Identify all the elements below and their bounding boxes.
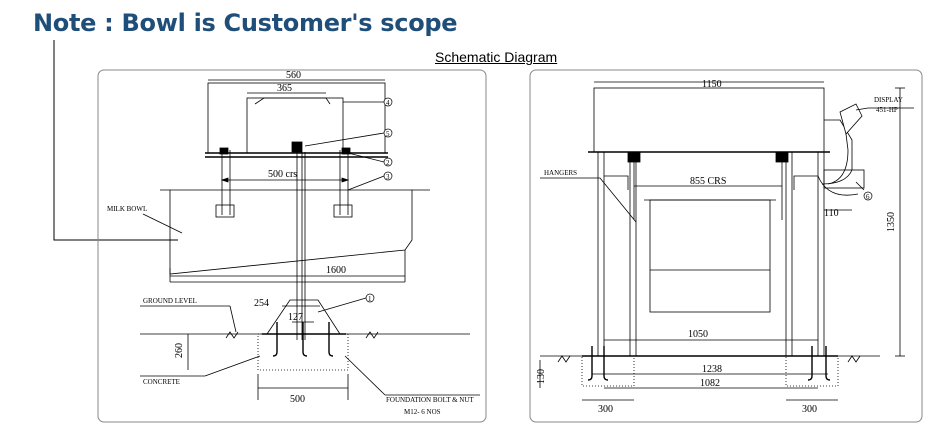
callout-3-label: 3 (386, 173, 390, 181)
left-view-frame (97, 69, 487, 423)
label-bolt-qty: M12- 6 NOS (404, 408, 441, 416)
dim-110: 110 (824, 208, 839, 219)
bowl (649, 199, 771, 313)
dim-260: 260 (174, 343, 185, 358)
dim-254: 254 (254, 298, 269, 309)
dim-1150: 1150 (702, 79, 722, 90)
platform-top (593, 87, 825, 153)
dim-1082: 1082 (700, 378, 720, 389)
label-display-model: 451-HP (876, 106, 898, 114)
dim-855-crs: 855 CRS (690, 176, 726, 187)
right-view (529, 69, 923, 423)
concrete-right (785, 355, 839, 387)
dim-127: 127 (288, 312, 303, 323)
callout-4-label: 4 (386, 99, 390, 107)
diagram-subtitle: Schematic Diagram (435, 49, 558, 65)
note-leader (53, 40, 178, 241)
left-view (97, 69, 487, 423)
dim-300-right: 300 (802, 404, 817, 415)
dim-500-crs: 500 crs (268, 169, 297, 180)
dim-1600: 1600 (326, 265, 346, 276)
dim-300-left: 300 (598, 404, 613, 415)
callout-3 (383, 171, 393, 181)
left-callouts (365, 97, 393, 303)
callout-6 (863, 191, 873, 201)
callout-5 (383, 128, 393, 138)
dim-1238: 1238 (702, 364, 722, 375)
concrete-left (581, 355, 635, 387)
callout-1 (365, 293, 375, 303)
label-concrete: CONCRETE (143, 378, 180, 386)
callout-1-label: 1 (368, 295, 372, 303)
label-foundation-bolt: FOUNDATION BOLT & NUT (386, 396, 474, 404)
dim-1350: 1350 (886, 212, 897, 232)
callout-2 (383, 157, 393, 167)
callout-4 (383, 97, 393, 107)
label-hangers: HANGERS (544, 169, 577, 177)
label-display: DISPLAY (874, 96, 903, 104)
callout-6-label: 6 (866, 193, 870, 201)
callout-2-label: 2 (386, 159, 390, 167)
display-head (839, 103, 863, 135)
label-ground-level: GROUND LEVEL (143, 297, 197, 305)
dim-1050: 1050 (688, 329, 708, 340)
callout-5-label: 5 (386, 130, 390, 138)
scope-note: Note : Bowl is Customer's scope (33, 9, 458, 37)
dim-500: 500 (290, 394, 305, 405)
dim-130: 130 (536, 369, 547, 384)
label-milk-bowl: MILK BOWL (107, 205, 147, 213)
dim-560: 560 (286, 70, 301, 81)
dim-365: 365 (277, 83, 292, 94)
right-view-frame (529, 69, 923, 423)
